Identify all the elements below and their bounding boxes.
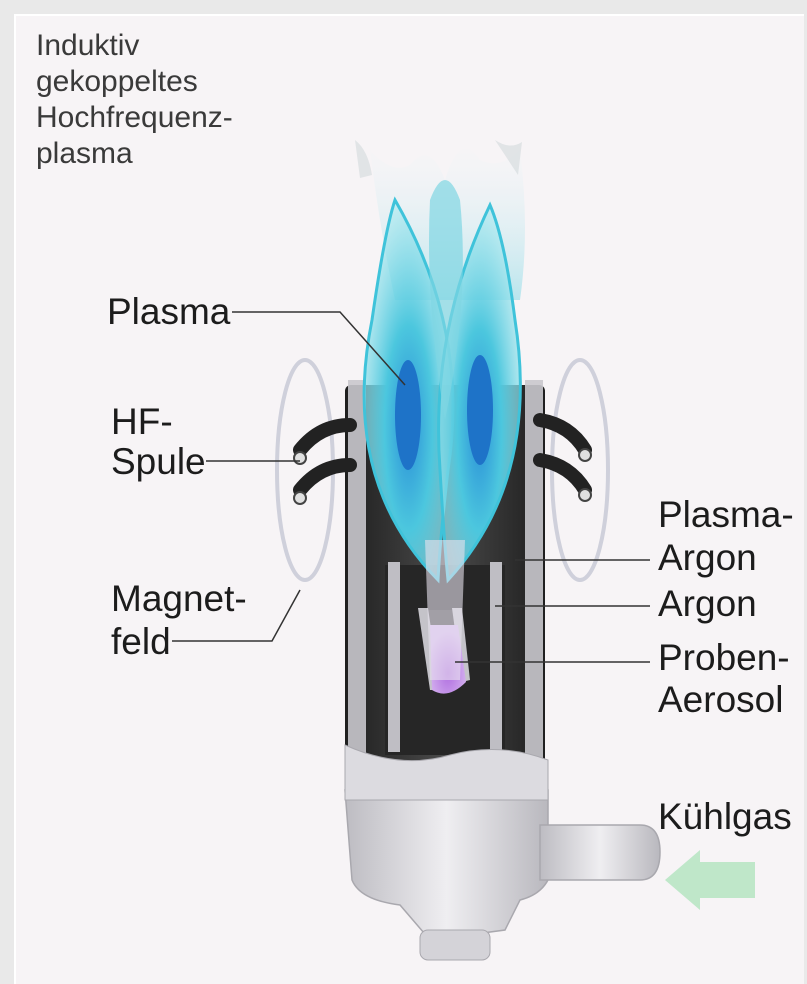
title-line: plasma bbox=[36, 136, 233, 172]
diagram-title: Induktiv gekoppeltes Hochfrequenz- plasm… bbox=[36, 28, 233, 172]
label-proben-aerosol-line1: Proben- bbox=[658, 638, 790, 678]
label-magnetfeld-line2: feld bbox=[111, 622, 171, 662]
label-magnetfeld-line1: Magnet- bbox=[111, 579, 247, 619]
label-plasma-argon-line2: Argon bbox=[658, 538, 757, 578]
plasma-core-right bbox=[467, 355, 493, 465]
label-hf-spule-line2: Spule bbox=[111, 442, 206, 482]
title-line: gekoppeltes bbox=[36, 64, 233, 100]
title-line: Induktiv bbox=[36, 28, 233, 64]
label-plasma-argon-line1: Plasma- bbox=[658, 495, 794, 535]
label-hf-spule-line1: HF- bbox=[111, 402, 173, 442]
coolant-arrow bbox=[665, 850, 755, 910]
label-plasma: Plasma bbox=[107, 292, 230, 332]
label-argon: Argon bbox=[658, 584, 757, 624]
coolant-inlet bbox=[540, 825, 660, 880]
title-line: Hochfrequenz- bbox=[36, 100, 233, 136]
plasma-core-left bbox=[395, 360, 421, 470]
label-kuehlgas: Kühlgas bbox=[658, 797, 792, 837]
label-proben-aerosol-line2: Aerosol bbox=[658, 680, 783, 720]
